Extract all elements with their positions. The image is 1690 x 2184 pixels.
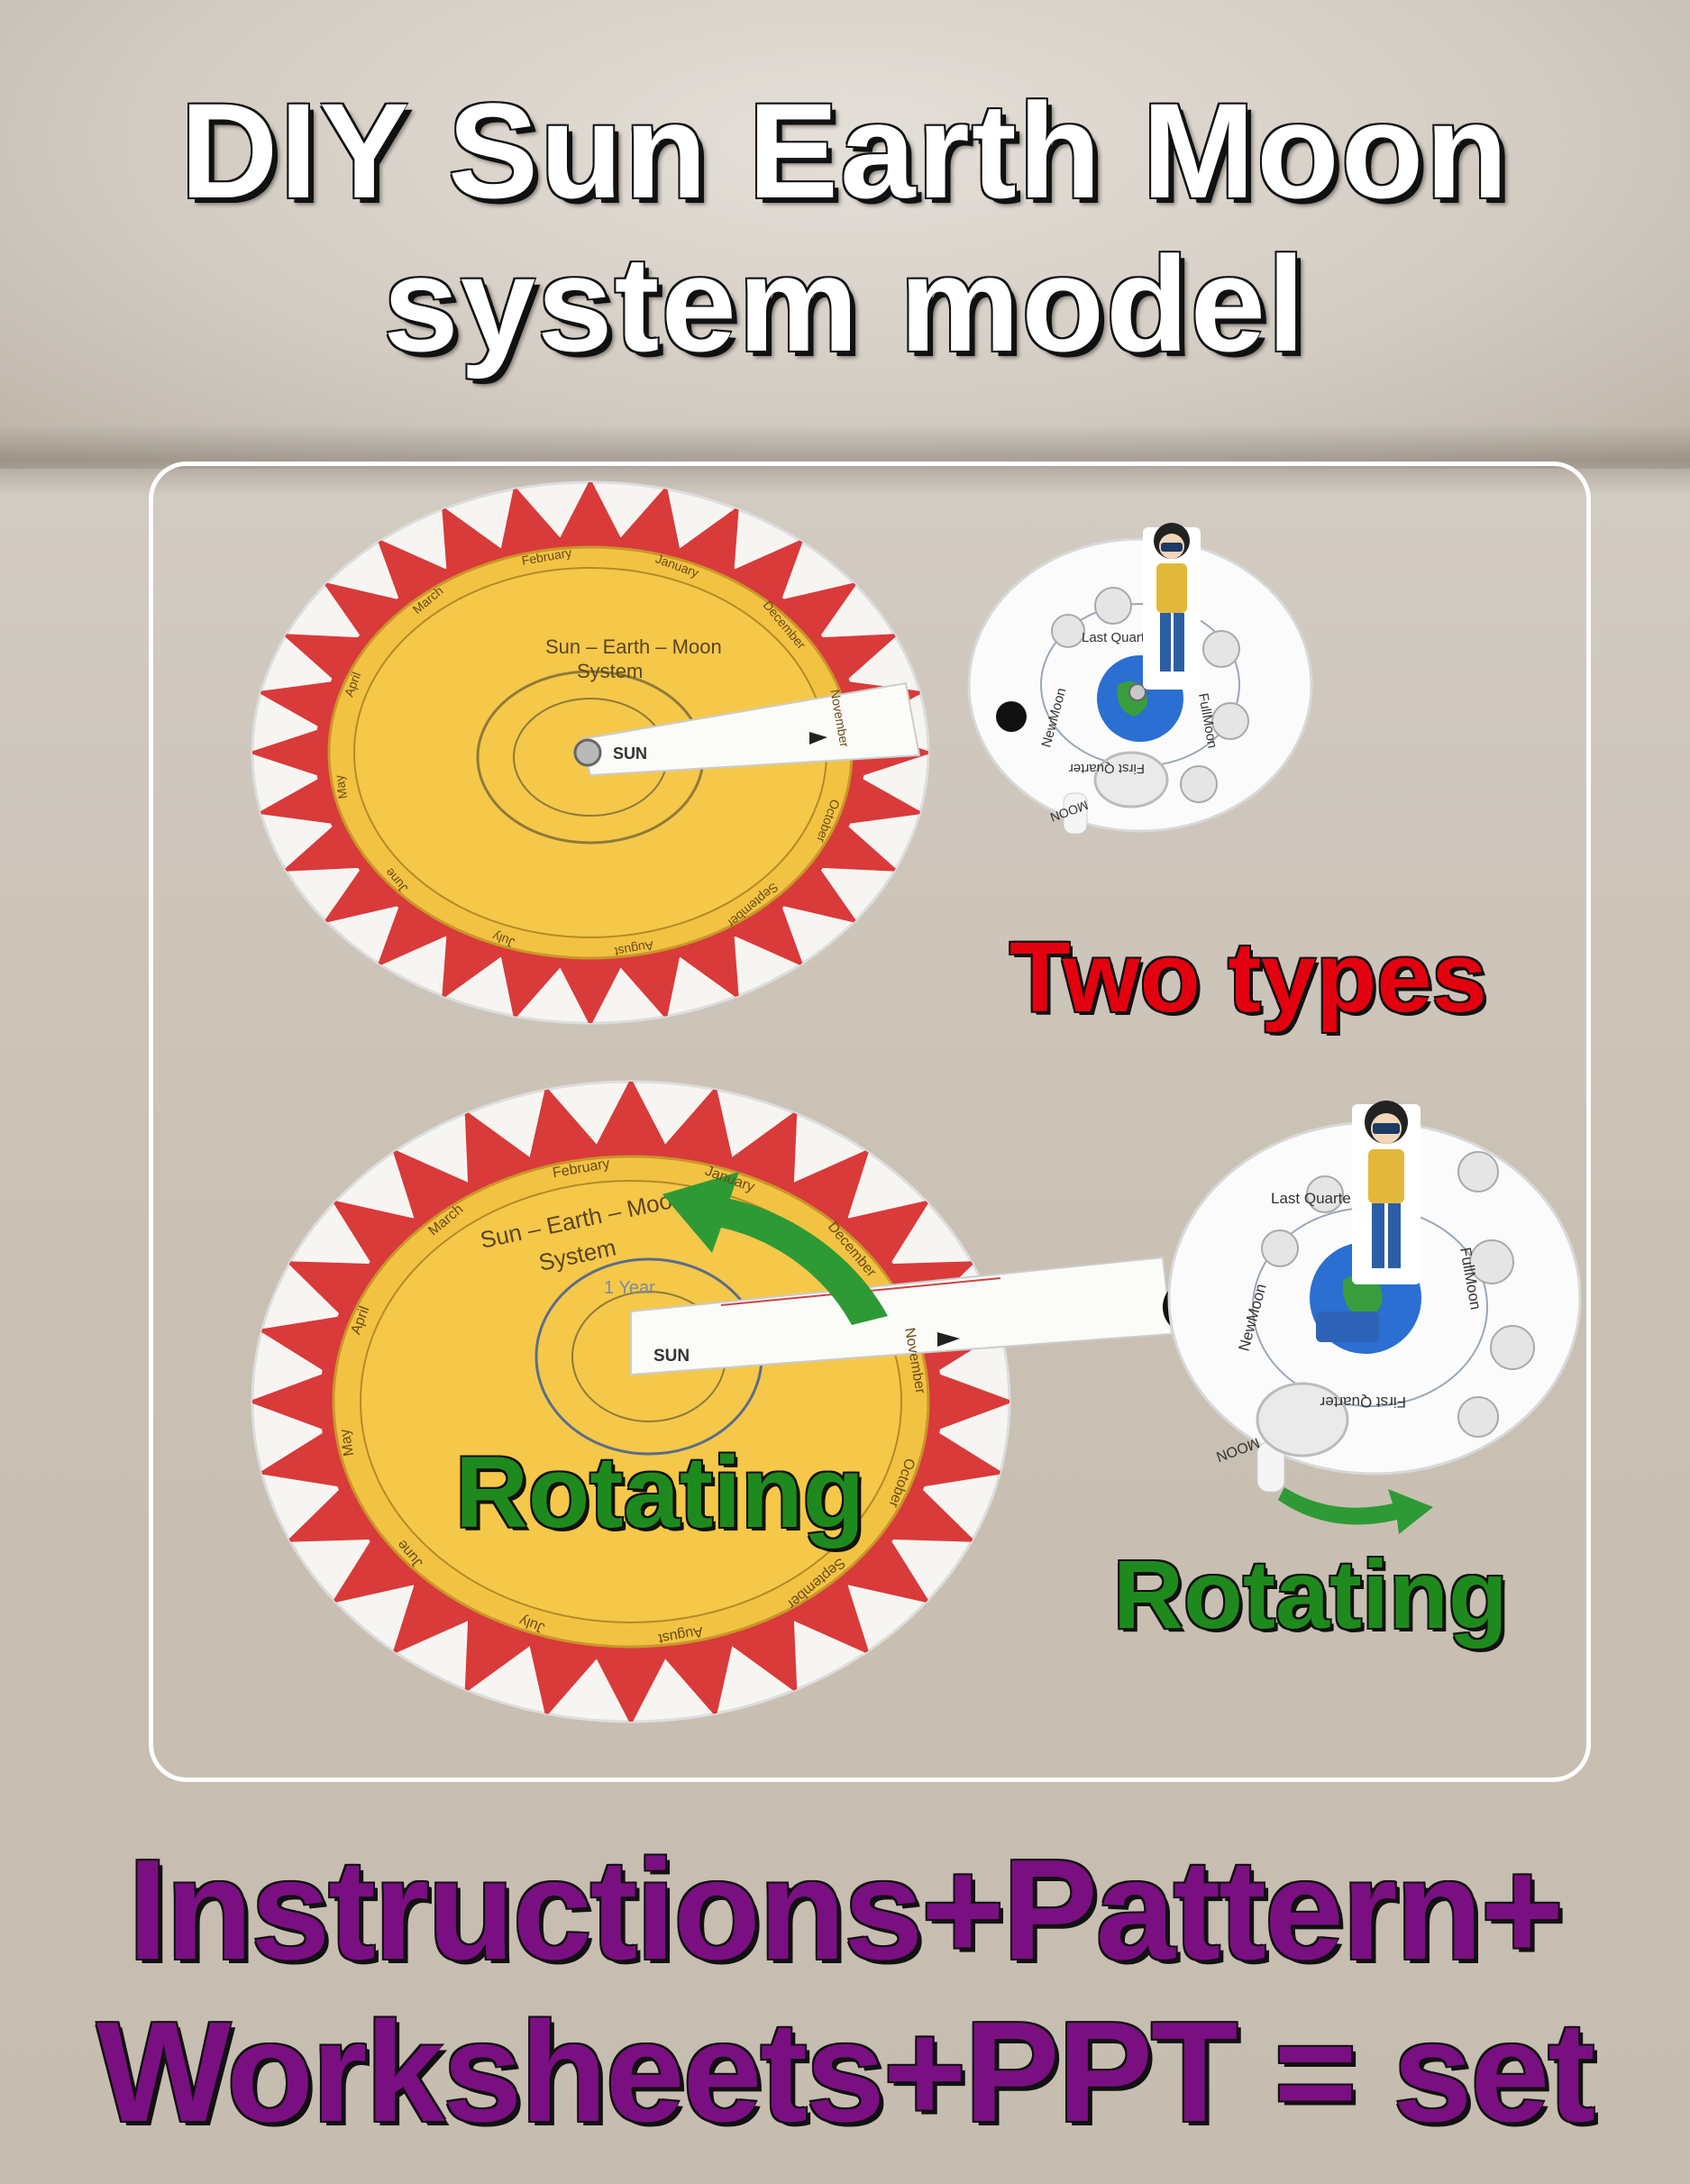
sun-disk-title-a: Sun – Earth – Moon xyxy=(545,635,722,658)
sun-disk-a-month-label: May xyxy=(332,774,350,800)
sun-disk-subtitle-a: System xyxy=(577,660,643,682)
moon-phase-last-quarter-b: Last Quarter xyxy=(1271,1190,1357,1207)
moon-phase-last-quarter-a: Last Quarter xyxy=(1082,630,1156,645)
sun-disk-a-month-label: August xyxy=(614,938,655,959)
headline-line-2: system model xyxy=(383,228,1307,379)
moon-tab-label-b: MOON xyxy=(1214,1434,1262,1464)
footer-line-2: Worksheets+PPT = set xyxy=(96,1993,1595,2152)
headline-line-1: DIY Sun Earth Moon xyxy=(180,75,1510,226)
rotating-sun-callout: Rotating xyxy=(455,1436,865,1549)
observer-figure-a xyxy=(1143,523,1201,690)
orbit-label-b: 1 Year xyxy=(604,1278,655,1298)
arm-a: SUN xyxy=(573,681,921,777)
two-types-callout: Two types xyxy=(1009,922,1487,1033)
observer-figure-b xyxy=(1352,1101,1421,1284)
sun-disk-b-month-label: May xyxy=(337,1428,357,1458)
footer-line-1: Instructions+Pattern+ xyxy=(127,1831,1564,1989)
couch-seam xyxy=(0,424,1690,496)
rotation-arrow-moon xyxy=(1278,1487,1433,1534)
photo-frame xyxy=(149,461,1591,1782)
sun-label-a: SUN xyxy=(613,745,647,763)
rotation-arrow-sun xyxy=(662,1172,888,1325)
sun-disk-b: Sun – Earth – Moon System 1 Year xyxy=(251,1080,1011,1723)
moon-disk-a: Last Quarter FullMoon NewMoon First Quar… xyxy=(967,537,1313,835)
couch-backrest xyxy=(0,0,1690,469)
rotating-moon-callout: Rotating xyxy=(1113,1540,1508,1649)
moon-phase-first-quarter-a: First Quarter xyxy=(1069,761,1145,776)
moon-disk-b: Last Quarter FullMoon NewMoon First Quar… xyxy=(1167,1120,1582,1493)
sun-label-b: SUN xyxy=(653,1347,690,1366)
moon-phase-first-quarter-b: First Quarter xyxy=(1320,1394,1406,1411)
